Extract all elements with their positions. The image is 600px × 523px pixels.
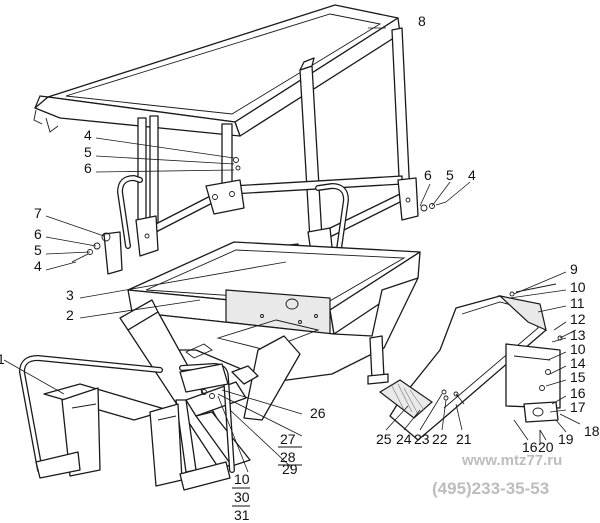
watermark-site: www.mtz77.ru xyxy=(461,452,562,469)
leader-lines xyxy=(3,27,581,473)
safety-frame xyxy=(103,27,419,291)
callout-7: 7 xyxy=(34,205,42,221)
callout-4: 4 xyxy=(468,167,476,183)
callout-14: 14 xyxy=(570,355,586,371)
callout-16: 16 xyxy=(522,439,538,455)
callout-24: 24 xyxy=(396,431,412,447)
cab-floor-body xyxy=(119,241,421,473)
front-handrail-assembly xyxy=(19,355,235,491)
fender-hatching xyxy=(391,383,425,415)
callout-31: 31 xyxy=(234,507,250,523)
callout-6: 6 xyxy=(84,160,92,176)
callout-5: 5 xyxy=(446,167,454,183)
callout-29: 29 xyxy=(282,461,298,477)
callout-30: 30 xyxy=(234,489,250,505)
callout-20: 20 xyxy=(538,439,554,455)
callout-25: 25 xyxy=(376,431,392,447)
callout-26: 26 xyxy=(310,405,326,421)
callout-underlines xyxy=(232,446,302,507)
callout-4: 4 xyxy=(84,127,92,143)
callout-28: 28 xyxy=(280,449,296,465)
callout-1: 1 xyxy=(0,351,5,367)
callout-16: 16 xyxy=(570,385,586,401)
callout-6: 6 xyxy=(34,226,42,242)
callout-2: 2 xyxy=(66,307,74,323)
callout-15: 15 xyxy=(570,369,586,385)
callout-3: 3 xyxy=(66,287,74,303)
callout-19: 19 xyxy=(558,431,574,447)
callout-22: 22 xyxy=(432,431,448,447)
callout-10: 10 xyxy=(570,341,586,357)
callout-21: 21 xyxy=(456,431,472,447)
callout-10: 10 xyxy=(234,471,250,487)
watermark-phone: (495)233-35-53 xyxy=(432,479,549,498)
callout-27: 27 xyxy=(280,431,296,447)
callout-9: 9 xyxy=(570,261,578,277)
callout-8: 8 xyxy=(418,13,426,29)
callout-13: 13 xyxy=(570,327,586,343)
callout-5: 5 xyxy=(84,144,92,160)
callout-12: 12 xyxy=(570,311,586,327)
callout-6: 6 xyxy=(424,167,432,183)
watermark: www.mtz77.ru (495)233-35-53 xyxy=(432,452,562,498)
callout-18: 18 xyxy=(584,423,600,439)
rear-fender xyxy=(378,283,577,444)
callout-23: 23 xyxy=(414,431,430,447)
callout-5: 5 xyxy=(34,242,42,258)
callout-17: 17 xyxy=(570,399,586,415)
roof-panel xyxy=(33,4,401,137)
callout-11: 11 xyxy=(570,295,585,311)
callout-4: 4 xyxy=(34,258,42,274)
callout-10: 10 xyxy=(570,279,586,295)
